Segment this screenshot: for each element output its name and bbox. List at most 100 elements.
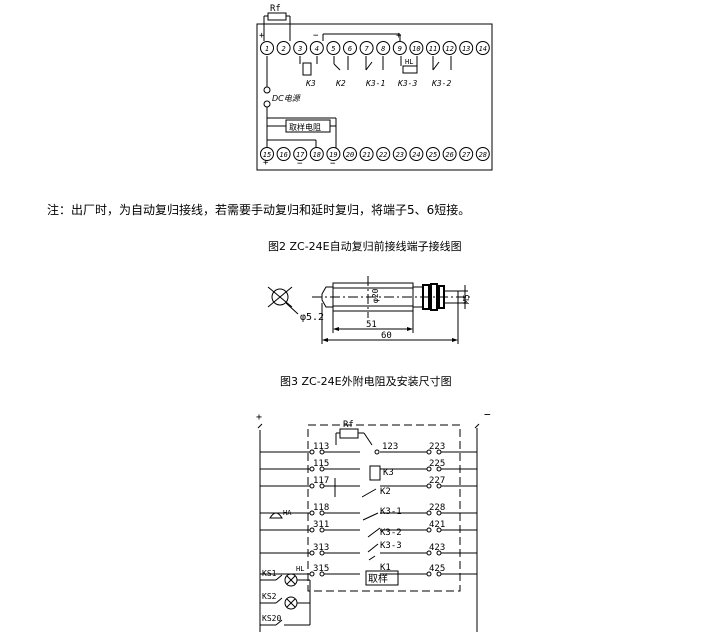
left-terminal-number: 315 [313, 564, 329, 574]
top-terminal [276, 41, 291, 55]
top-terminal [426, 41, 440, 55]
ks1-label: KS1 [262, 569, 277, 578]
hl-label: HL [296, 565, 304, 573]
k3-2-label: K3-2 [431, 79, 451, 88]
bottom-terminal [442, 147, 457, 161]
factory-note: 注：出厂时，为自动复归接线，若需要手动复归和延时复归，将端子5、6短接。 [47, 202, 470, 217]
top-terminal-number: 5 [331, 45, 335, 53]
bottom-terminal-number: 25 [429, 151, 437, 159]
thread-size-label: M5 [462, 294, 471, 304]
k3-label: K3 [305, 79, 316, 88]
relay-board-outline [256, 23, 493, 171]
k3-coil [369, 465, 381, 481]
top-terminal [309, 41, 324, 55]
top-terminal-number: 6 [348, 45, 352, 53]
bottom-terminal-number: 28 [479, 151, 487, 159]
dc-supply-label: DC电源 [272, 94, 302, 103]
bottom-terminal-number: 23 [396, 151, 404, 159]
dc-terminal-circle [263, 100, 271, 108]
ks20-label: KS20 [262, 614, 281, 623]
minus-mark: − [313, 31, 319, 41]
mounting-hole-symbol [271, 288, 289, 306]
right-terminal-number: 423 [429, 543, 445, 553]
ha-label: HA [283, 509, 292, 517]
top-terminal-number: 7 [364, 45, 369, 53]
bottom-terminal [309, 147, 324, 161]
rf-resistor [267, 12, 287, 21]
hl-label: HL [405, 58, 413, 66]
k3-coil [302, 62, 312, 76]
rf-label: Rf [343, 420, 354, 430]
left-terminal-number: 313 [313, 543, 329, 553]
right-terminal-number: 223 [429, 442, 445, 452]
bottom-terminal [326, 147, 341, 161]
bottom-terminal [376, 147, 391, 161]
bottom-terminal-number: 24 [412, 151, 420, 159]
top-terminal [442, 41, 457, 55]
bottom-terminal [459, 147, 474, 161]
right-terminal-number: 227 [429, 476, 445, 486]
minus-mark: − [297, 159, 303, 169]
bottom-terminal-number: 19 [329, 151, 337, 159]
bottom-terminal-number: 20 [346, 151, 354, 159]
body-length-dimension: 51 [366, 320, 377, 330]
overall-length-dimension: 60 [381, 331, 392, 341]
bottom-terminal [276, 147, 291, 161]
buzzer-icon [269, 512, 283, 519]
k1-label: K1 [380, 563, 391, 573]
k3-3-label: K3-3 [397, 79, 417, 88]
positive-bus-mark: + [256, 412, 262, 423]
top-terminal-number: 3 [297, 45, 302, 53]
top-terminal [409, 41, 424, 55]
ks2-label: KS2 [262, 592, 277, 601]
left-terminal-number: 311 [313, 520, 329, 530]
resistor-dimension-drawing: φ5.2 φ20 M5 51 60 [267, 276, 471, 344]
top-terminal-number: 13 [462, 45, 470, 53]
top-terminal-number: 12 [445, 45, 453, 53]
k3-label: K3 [383, 468, 394, 478]
hole-diameter-label: φ5.2 [300, 312, 324, 323]
top-terminal-number: 10 [412, 45, 420, 53]
top-terminal [343, 41, 357, 55]
bottom-terminal [426, 147, 440, 161]
right-terminal-number: 421 [429, 520, 445, 530]
top-terminal-number: 9 [398, 45, 402, 53]
terminal-123: 123 [382, 442, 398, 452]
right-terminal-number: 225 [429, 459, 445, 469]
left-terminal-number: 117 [313, 476, 329, 486]
hl-lamp [402, 65, 418, 74]
plus-mark: + [259, 31, 265, 41]
dc-terminal-circle [263, 86, 271, 94]
top-terminal-number: 11 [429, 45, 437, 53]
body-diameter-label: φ20 [371, 288, 380, 303]
figure2-caption: 图2 ZC-24E自动复归前接线端子接线图 [268, 239, 462, 253]
bottom-terminal [343, 147, 357, 161]
plus-mark: + [396, 31, 402, 41]
bottom-terminal [293, 147, 308, 161]
top-terminal [475, 41, 490, 55]
right-terminal-number: 425 [429, 564, 445, 574]
top-terminal [293, 41, 308, 55]
negative-bus-mark: − [484, 408, 491, 421]
bottom-terminal [359, 147, 374, 161]
k2-label: K2 [335, 79, 346, 88]
top-terminal [376, 41, 391, 55]
top-terminal [326, 41, 341, 55]
bottom-terminal-number: 21 [362, 151, 370, 159]
top-terminal [392, 41, 407, 55]
minus-mark: − [330, 159, 336, 169]
top-terminal-number: 4 [315, 45, 319, 53]
relay-enclosure [307, 424, 461, 592]
plus-mark: + [263, 158, 269, 168]
k3-3-label: K3-3 [380, 541, 402, 551]
bottom-terminal-number: 16 [279, 151, 287, 159]
top-terminal [359, 41, 374, 55]
sampling-resistor-label: 取样电阻 [289, 122, 321, 132]
bottom-terminal-number: 17 [296, 151, 305, 159]
bottom-terminal-number: 27 [462, 151, 471, 159]
